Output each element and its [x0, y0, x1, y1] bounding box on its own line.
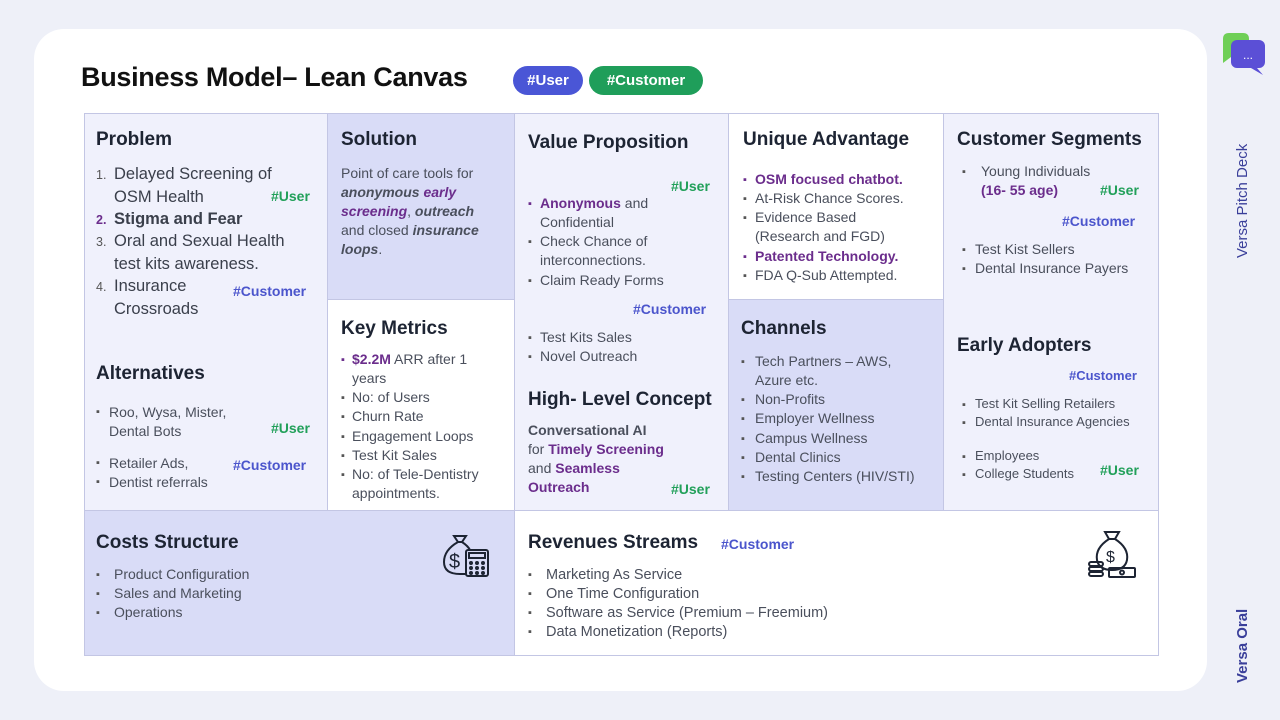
customer-segments-item-3: Dental Insurance Payers: [975, 260, 1129, 276]
customer-pill[interactable]: #Customer: [589, 66, 703, 95]
revenue-item-3: Software as Service (Premium – Freemium): [546, 605, 829, 621]
channels-item-2: Non-Profits: [755, 391, 826, 407]
channels-item-5: Dental Clinics: [755, 449, 841, 465]
revenue-item-1: Marketing As Service: [546, 567, 683, 583]
value-proposition-item-3: Claim Ready Forms: [540, 272, 664, 288]
channels-item-1: Tech Partners – AWS,Azure etc.: [755, 353, 892, 388]
page-title: Business Model– Lean Canvas: [81, 62, 468, 92]
key-metrics-item-3: Churn Rate: [352, 408, 424, 424]
concept-heading: High- Level Concept: [528, 389, 712, 410]
user-pill[interactable]: #User: [513, 66, 583, 95]
side-label-versa-oral: Versa Oral: [1234, 608, 1251, 683]
unique-advantage-heading: Unique Advantage: [743, 129, 910, 150]
channels-item-6: Testing Centers (HIV/STI): [755, 468, 915, 484]
early-adopters-item-4: College Students: [975, 466, 1075, 481]
unique-advantage-item-5: FDA Q-Sub Attempted.: [755, 267, 898, 283]
costs-item-1: Product Configuration: [114, 566, 250, 582]
costs-item-2: Sales and Marketing: [114, 585, 242, 601]
problem-heading: Problem: [96, 129, 173, 150]
alternatives-item-1: Roo, Wysa, Mister,Dental Bots: [109, 404, 227, 439]
revenue-customer-tag: #Customer: [721, 536, 795, 552]
early-adopters-item-3: Employees: [975, 448, 1040, 463]
solution-heading: Solution: [341, 129, 417, 150]
money-bag-coins-icon: $: [1087, 528, 1137, 583]
channels-cell: Channels ▪ Tech Partners – AWS,Azure etc…: [728, 299, 944, 511]
value-proposition-item-4: Test Kits Sales: [540, 329, 632, 345]
early-adopters-item-1: Test Kit Selling Retailers: [975, 396, 1116, 411]
solution-cell: Solution Point of care tools for anonymo…: [327, 113, 515, 300]
calculator-money-bag-icon: $: [440, 528, 490, 583]
problem-customer-tag: #Customer: [233, 283, 307, 299]
channels-item-3: Employer Wellness: [755, 410, 875, 426]
alternatives-heading: Alternatives: [96, 363, 205, 384]
channels-heading: Channels: [741, 318, 827, 339]
customer-segments-heading: Customer Segments: [957, 129, 1142, 150]
costs-structure-heading: Costs Structure: [96, 532, 239, 553]
costs-structure-cell: Costs Structure ▪ Product Configuration …: [84, 510, 515, 656]
svg-text:$: $: [1106, 549, 1115, 566]
customer-segments-age: (16- 55 age): [981, 182, 1059, 198]
unique-advantage-item-3: Evidence Based(Research and FGD): [755, 209, 885, 244]
value-proposition-item-5: Novel Outreach: [540, 348, 638, 364]
key-metrics-item-5: Test Kit Sales: [352, 447, 437, 463]
alternatives-user-tag: #User: [271, 420, 310, 436]
value-proposition-heading: Value Proposition: [528, 132, 689, 153]
concept-text: Conversational AI for Timely Screening a…: [528, 422, 664, 495]
customer-segments-customer-tag: #Customer: [1062, 213, 1136, 229]
revenue-item-2: One Time Configuration: [546, 586, 700, 602]
early-adopters-item-2: Dental Insurance Agencies: [975, 414, 1130, 429]
customer-segments-user-tag: #User: [1100, 182, 1139, 198]
alternatives-item-3: Dentist referrals: [109, 474, 208, 490]
early-adopters-customer-tag: #Customer: [1069, 368, 1137, 383]
key-metrics-heading: Key Metrics: [341, 318, 448, 339]
svg-text:$: $: [449, 551, 460, 573]
problem-user-tag: #User: [271, 188, 310, 204]
customer-segments-item-1: Young Individuals: [981, 163, 1091, 179]
key-metrics-item-2: No: of Users: [352, 389, 430, 405]
costs-item-3: Operations: [114, 604, 183, 620]
value-proposition-user-tag: #User: [671, 178, 710, 194]
unique-advantage-item-1: OSM focused chatbot.: [755, 171, 903, 187]
revenue-streams-heading: Revenues Streams: [528, 532, 699, 553]
key-metrics-item-4: Engagement Loops: [352, 428, 474, 444]
revenue-streams-cell: Revenues Streams #Customer ▪ Marketing A…: [514, 510, 1159, 656]
early-adopters-user-tag: #User: [1100, 462, 1139, 478]
solution-text: Point of care tools for anonymous early …: [341, 165, 479, 257]
customer-segments-item-2: Test Kist Sellers: [975, 241, 1075, 257]
channels-item-4: Campus Wellness: [755, 430, 868, 446]
value-proposition-customer-tag: #Customer: [633, 301, 707, 317]
chat-bubble-icon[interactable]: ...: [1219, 31, 1267, 79]
side-label-pitch-deck: Versa Pitch Deck: [1234, 143, 1251, 258]
unique-advantage-cell: Unique Advantage ▪ OSM focused chatbot. …: [728, 113, 944, 300]
alternatives-customer-tag: #Customer: [233, 457, 307, 473]
early-adopters-heading: Early Adopters: [957, 335, 1092, 356]
svg-text:...: ...: [1243, 48, 1253, 62]
unique-advantage-item-4: Patented Technology.: [755, 248, 899, 264]
concept-user-tag: #User: [671, 481, 710, 497]
problem-item-2: Stigma and Fear: [114, 210, 243, 228]
unique-advantage-item-2: At-Risk Chance Scores.: [755, 190, 904, 206]
alternatives-item-2: Retailer Ads,: [109, 455, 189, 471]
customer-segments-cell: Customer Segments ▪ Young Individuals (1…: [943, 113, 1159, 511]
revenue-item-4: Data Monetization (Reports): [546, 624, 728, 640]
